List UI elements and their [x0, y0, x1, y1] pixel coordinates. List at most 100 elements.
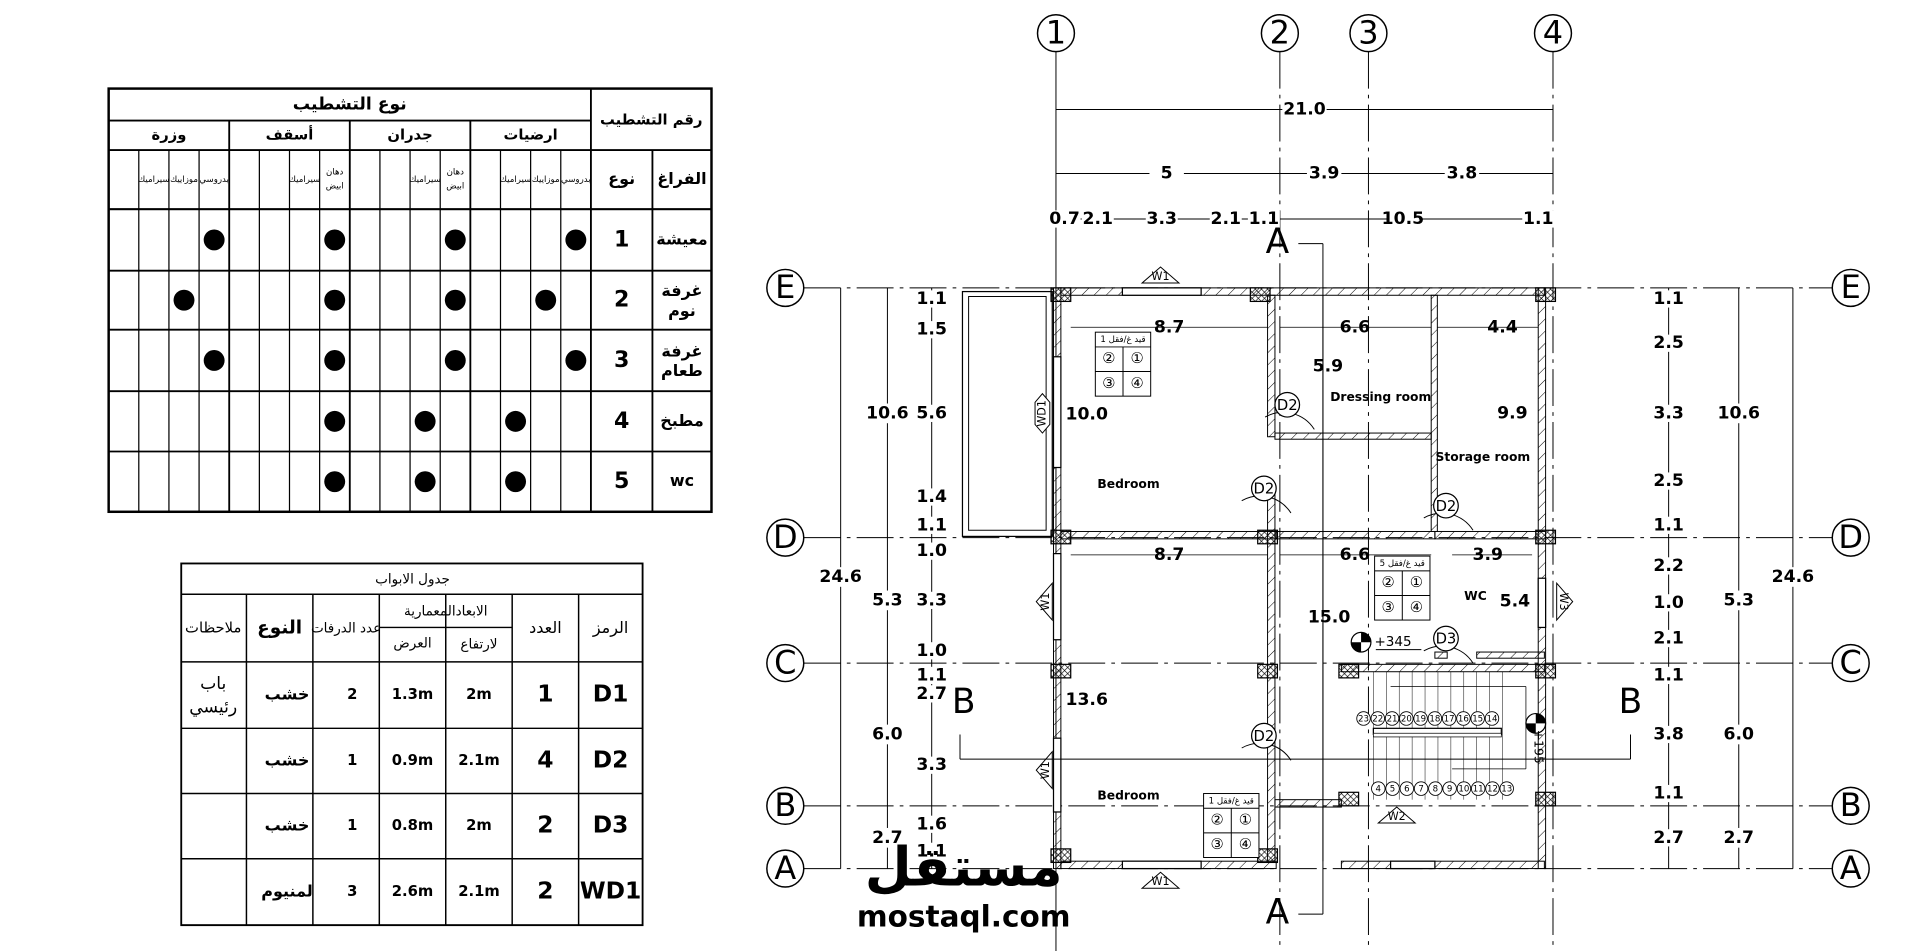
- column-label: موزاييك: [532, 175, 560, 185]
- stair-step-circle: [1371, 781, 1386, 796]
- dim-bg: [916, 290, 947, 308]
- dim-detail: 1.5: [916, 320, 947, 340]
- dim-bg: [1522, 210, 1555, 228]
- row-type: 4: [614, 408, 629, 434]
- finish-dot: [324, 229, 346, 251]
- finish-dot: [414, 471, 436, 493]
- column-label: سيراميك: [289, 175, 320, 185]
- dim-detail: 1.1: [1523, 209, 1554, 229]
- dim-detail: 3.3: [916, 755, 947, 775]
- row-space: معيشة: [656, 229, 707, 248]
- stair-step-circle: [1456, 711, 1471, 726]
- dim-detail: 1.1: [1653, 665, 1684, 685]
- door-width: 1.3m: [392, 686, 434, 703]
- window-opening: [1052, 737, 1062, 813]
- stair-step-circle: [1485, 781, 1500, 796]
- dim-bg: [916, 542, 947, 560]
- column-label: بدروسي: [561, 175, 591, 185]
- stair-step-number: 12: [1487, 785, 1498, 795]
- stair-step-number: 8: [1433, 785, 1438, 795]
- grid-bubble: [766, 643, 805, 683]
- room-dimension: 5.9: [1313, 357, 1344, 377]
- window-opening: [1537, 577, 1547, 629]
- finish-dot: [203, 350, 225, 371]
- finish-title: نوع التشطيب: [293, 95, 407, 115]
- finish-key-cell: ③: [1211, 836, 1224, 853]
- dim-overall-text: 21.0: [1283, 99, 1326, 119]
- column: [1535, 529, 1557, 545]
- dim-bg: [1209, 210, 1242, 228]
- grid-label-C: C: [1840, 643, 1862, 681]
- door-tag-circle: [1250, 475, 1277, 502]
- window-tag-triangle: [1035, 750, 1053, 790]
- stair-handrail: [1373, 732, 1502, 738]
- stair-step-circle: [1399, 711, 1414, 726]
- grid-label-3: 3: [1358, 13, 1378, 51]
- wall: [1476, 651, 1545, 659]
- room-label: Bedroom: [1097, 788, 1159, 802]
- dim-bg: [916, 666, 947, 685]
- finish-key-cell: ④: [1410, 599, 1423, 616]
- dim-bg: [1653, 334, 1684, 352]
- window-tag: W1: [1035, 581, 1053, 622]
- dim-detail: 1.1: [916, 515, 947, 535]
- door-tag: D2: [1254, 728, 1275, 745]
- grid-label-B: B: [774, 786, 796, 824]
- stair-step-number: 20: [1401, 715, 1412, 725]
- finish-dot: [444, 229, 466, 251]
- dim-bg: [916, 591, 947, 609]
- dim-bg: [866, 403, 909, 424]
- dim-bg: [1653, 472, 1684, 490]
- finish-dot: [324, 471, 346, 493]
- room-dimension: 13.6: [1065, 690, 1108, 710]
- dim-detail: 1.1: [1653, 784, 1684, 804]
- stair-step-number: 17: [1444, 715, 1455, 725]
- dim-bay: 5.3: [872, 590, 903, 610]
- dim-bg: [916, 404, 947, 422]
- finish-group-2: أسقف: [266, 124, 314, 143]
- dim-detail: 3.3: [916, 590, 947, 610]
- wall: [1430, 294, 1438, 532]
- stair-step-number: 23: [1358, 715, 1369, 725]
- door-width: 0.9m: [392, 752, 434, 769]
- door-notes: رئيسي: [189, 697, 237, 717]
- dim-detail: 2.5: [1653, 333, 1684, 353]
- grid-label-B: B: [1840, 786, 1862, 824]
- finish-key-title: قيد غ/فقل 1: [1209, 796, 1254, 806]
- dim-bg: [1653, 784, 1684, 803]
- dim-detail: 1.1: [1653, 289, 1684, 309]
- door-notes: باب: [200, 674, 226, 694]
- stair-step-circle: [1399, 781, 1415, 796]
- wall: [1267, 294, 1276, 438]
- dim-bg: [916, 685, 947, 703]
- dim-detail: 2.1: [1210, 209, 1241, 229]
- grid-label-D: D: [1838, 518, 1863, 556]
- door-width: 2.6m: [392, 883, 434, 900]
- row-space: غرفة: [661, 281, 702, 300]
- row-space: طعام: [661, 361, 703, 380]
- dim-detail: 2.7: [1653, 828, 1684, 848]
- finish-dot: [414, 410, 436, 432]
- column: [1338, 663, 1360, 679]
- finish-group-1: جدران: [387, 126, 432, 143]
- dim-detail: 1.0: [916, 541, 947, 561]
- grid-bubble: [766, 849, 805, 888]
- dim-bg: [1653, 666, 1684, 685]
- wall: [1060, 530, 1277, 540]
- column: [1050, 663, 1072, 679]
- window-tag-triangle: [1140, 266, 1181, 284]
- finish-key-cell: ③: [1382, 599, 1395, 616]
- door-tag: D2: [1254, 481, 1275, 498]
- dim-detail: 1.1: [916, 841, 947, 861]
- finish-dot: [444, 289, 466, 311]
- stair-step-circle: [1413, 781, 1429, 796]
- finish-dot: [203, 229, 225, 251]
- window-tag-triangle: [1035, 581, 1053, 622]
- dim-bg: [916, 756, 947, 774]
- dim-overall: 24.6: [819, 567, 862, 587]
- window-opening: [1121, 287, 1202, 296]
- dim-detail: 0.7: [1049, 209, 1080, 229]
